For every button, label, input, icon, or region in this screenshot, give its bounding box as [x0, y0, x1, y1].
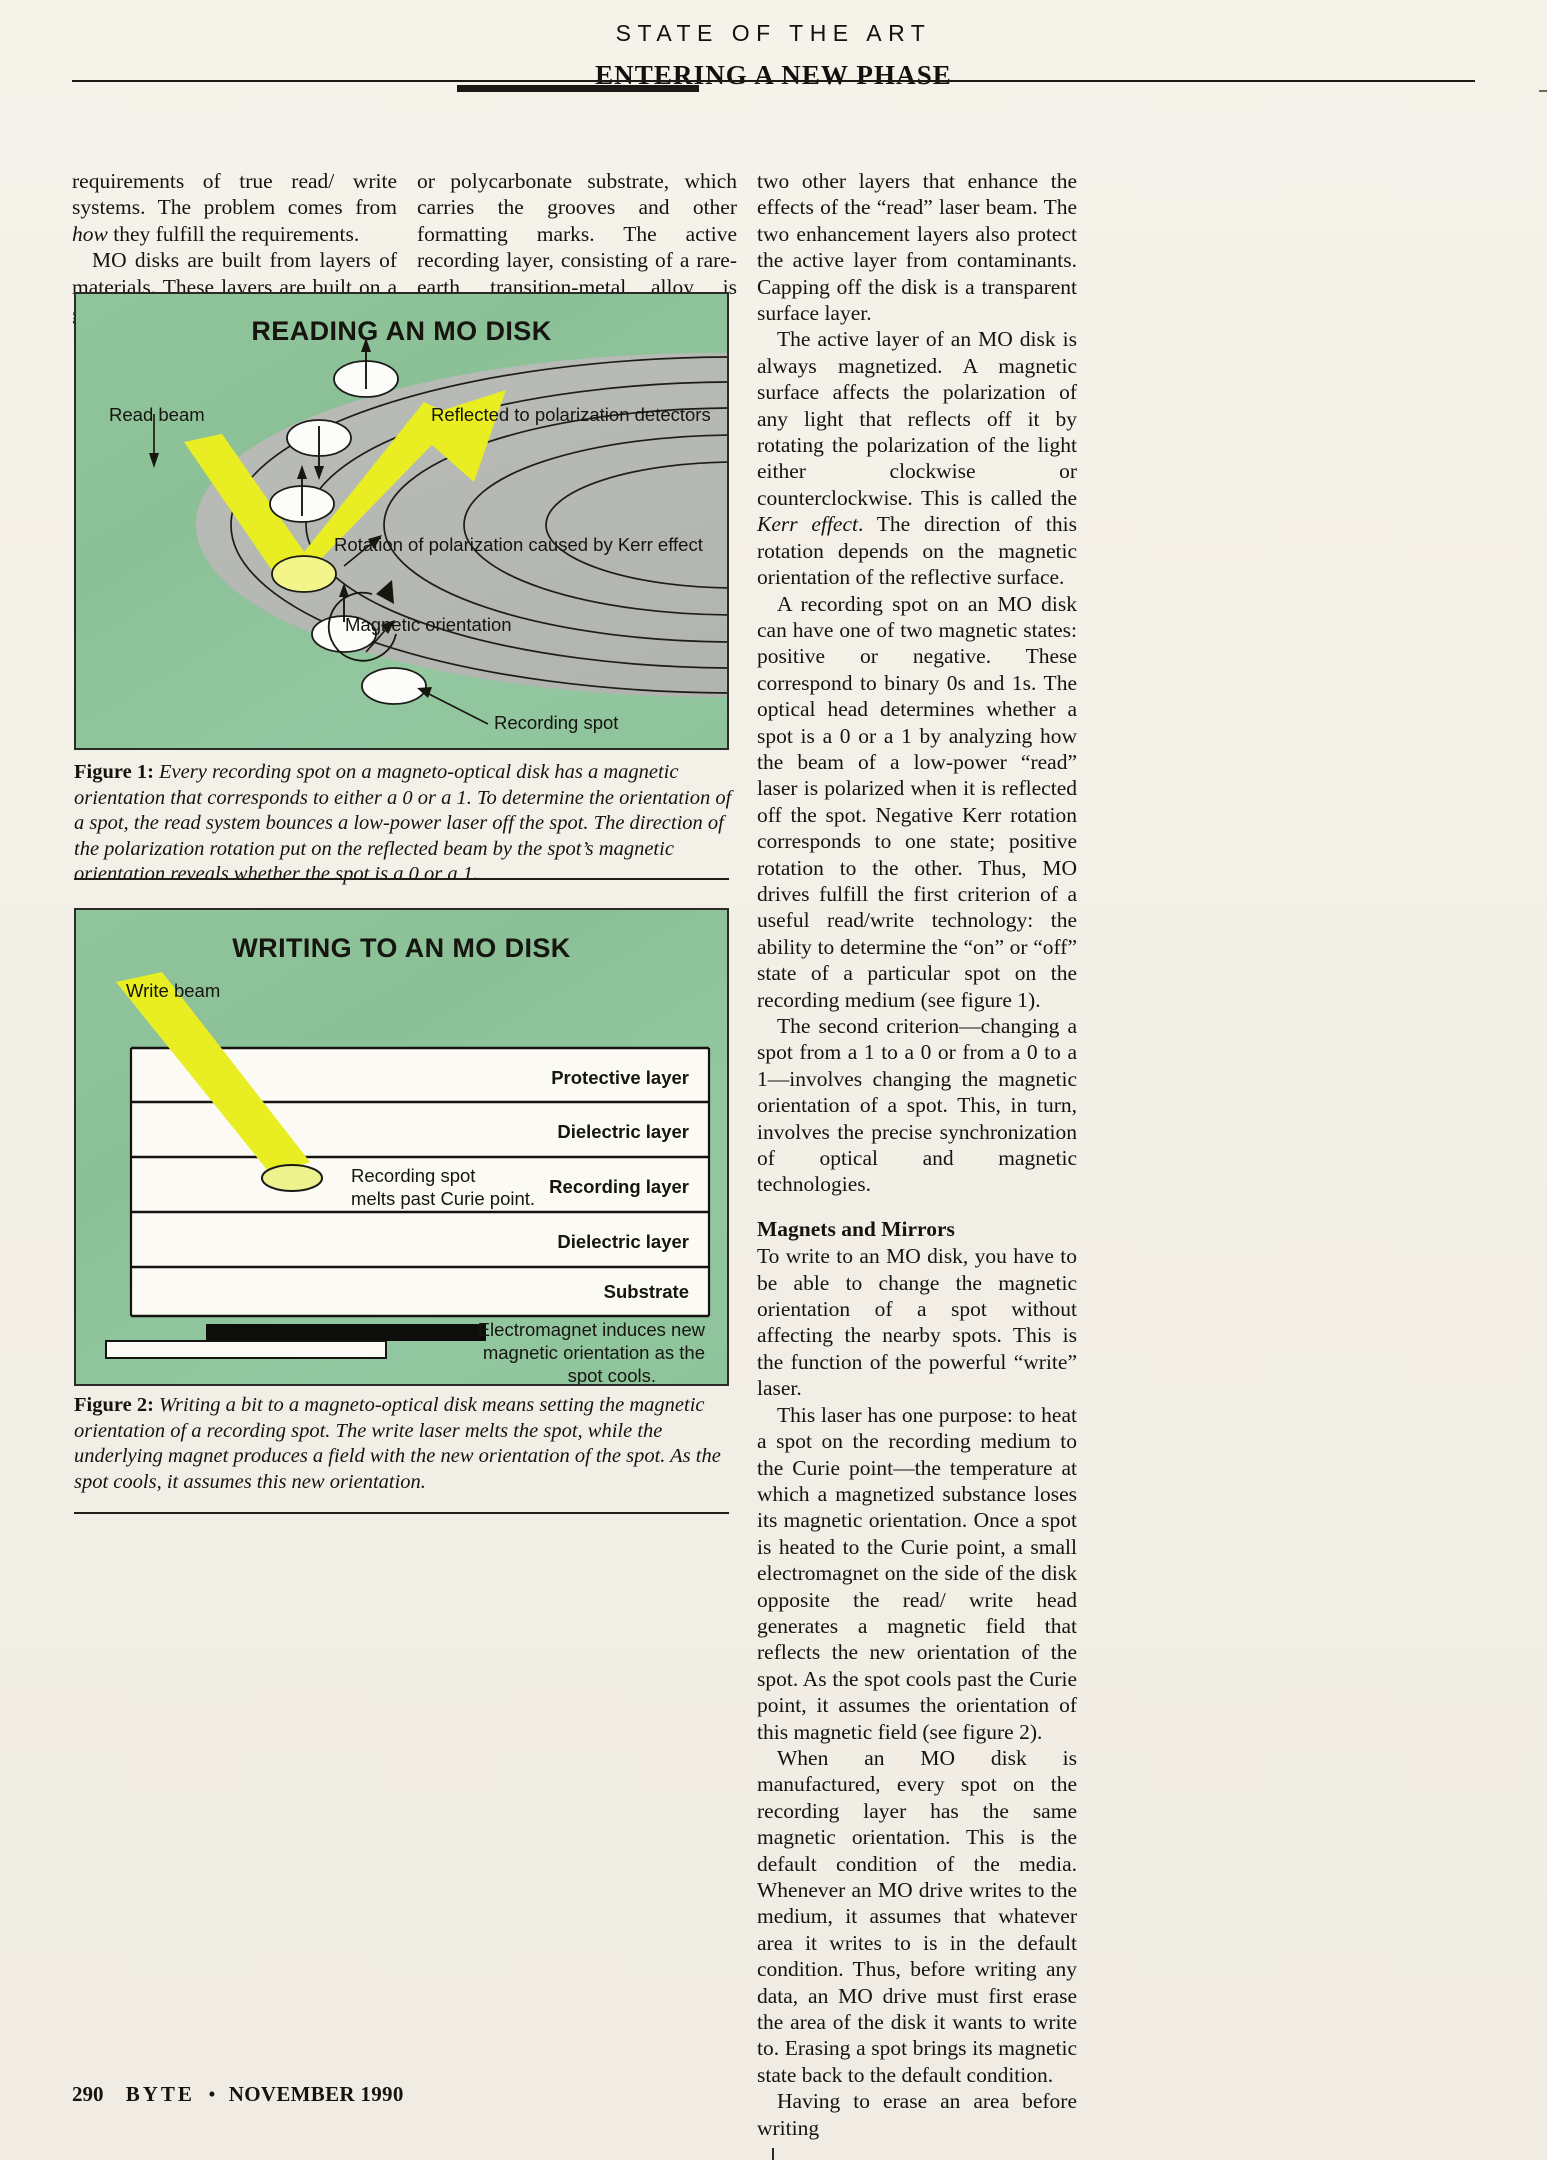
- section-subheading: Magnets and Mirrors: [757, 1216, 955, 1241]
- paragraph: A recording spot on an MO disk can have …: [757, 591, 1077, 1012]
- paragraph: To write to an MO disk, you have to be a…: [757, 1244, 1077, 1401]
- paragraph: The second criterion—changing a spot fro…: [757, 1014, 1077, 1197]
- header-rule: [72, 80, 1475, 82]
- page-bottom-mark: [772, 2148, 774, 2160]
- label-electromagnet-line3: spot cools.: [567, 1365, 656, 1386]
- label-recording-spot: Recording spot: [494, 712, 619, 733]
- paragraph: requirements of true read/ write systems…: [72, 169, 397, 246]
- figure-1-title: READING AN MO DISK: [251, 316, 552, 346]
- figure-1-diagram: [149, 338, 727, 725]
- label-reflected: Reflected to polarization detectors: [431, 404, 711, 425]
- article-department-title: ENTERING A NEW PHASE: [595, 60, 952, 90]
- page-edge-mark: [1539, 90, 1547, 92]
- paragraph: When an MO disk is manufactured, every s…: [757, 1745, 1077, 2087]
- electromagnet-bar-dark: [206, 1324, 486, 1341]
- paragraph: This laser has one purpose: to heat a sp…: [757, 1402, 1077, 1744]
- recording-spot-ellipse: [261, 1164, 323, 1192]
- figure-2-diagram: [105, 972, 711, 1359]
- department-kicker: STATE OF THE ART: [615, 20, 932, 46]
- body-column-3: two other layers that enhance the effect…: [757, 168, 1077, 2141]
- page-number: 290: [72, 2082, 104, 2106]
- layer-label-substrate: Substrate: [603, 1281, 689, 1302]
- magnetic-orientation-arrows: [297, 338, 371, 622]
- layer-label-recording: Recording layer: [549, 1176, 689, 1197]
- label-write-beam: Write beam: [126, 980, 221, 1001]
- paragraph: two other layers that enhance the effect…: [757, 169, 1077, 326]
- paragraph: The active layer of an MO disk is always…: [757, 327, 1077, 590]
- label-electromagnet-line1: Electromagnet induces new: [477, 1319, 705, 1340]
- issue-date: NOVEMBER 1990: [228, 2082, 404, 2106]
- caption-separator-1: [74, 878, 729, 880]
- figure-1-caption-label: Figure 1:: [74, 761, 154, 783]
- figure-1-illustration: READING AN MO DISK: [74, 292, 729, 750]
- label-electromagnet-line2: magnetic orientation as the: [482, 1342, 705, 1363]
- layer-label-dielectric-bottom: Dielectric layer: [557, 1231, 689, 1252]
- figure-1-caption: Figure 1: Every recording spot on a magn…: [74, 760, 734, 888]
- reflected-beam-arrowhead: [406, 390, 506, 482]
- figure-2-caption-text: Writing a bit to a magneto-optical disk …: [74, 1394, 721, 1493]
- caption-separator-2: [74, 1512, 729, 1514]
- label-rotation: Rotation of polarization caused by Kerr …: [334, 534, 703, 555]
- figure-1-caption-text: Every recording spot on a magneto-optica…: [74, 761, 732, 885]
- label-recording-spot-line1: Recording spot: [351, 1165, 476, 1186]
- page-footer: 290 BYTE • NOVEMBER 1990: [72, 2082, 404, 2107]
- footer-separator: •: [208, 2082, 216, 2106]
- layer-label-dielectric-top: Dielectric layer: [557, 1121, 689, 1142]
- label-recording-spot-line2: melts past Curie point.: [351, 1188, 536, 1209]
- layer-label-protective: Protective layer: [551, 1067, 689, 1088]
- write-beam-ray: [116, 972, 310, 1176]
- electromagnet-bar-light: [105, 1340, 387, 1359]
- figure-2-caption-label: Figure 2:: [74, 1394, 154, 1416]
- magazine-brand: BYTE: [125, 2082, 195, 2106]
- figure-2-title: WRITING TO AN MO DISK: [232, 933, 571, 963]
- paragraph: Having to erase an area before writing: [757, 2089, 1077, 2140]
- label-magnetic-orientation: Magnetic orientation: [345, 614, 512, 635]
- read-beam-ray: [184, 434, 314, 582]
- figure-2-illustration: WRITING TO AN MO DISK: [74, 908, 729, 1386]
- figure-2-caption: Figure 2: Writing a bit to a magneto-opt…: [74, 1393, 734, 1495]
- label-read-beam: Read beam: [109, 404, 205, 425]
- header-accent-bar: [457, 85, 699, 92]
